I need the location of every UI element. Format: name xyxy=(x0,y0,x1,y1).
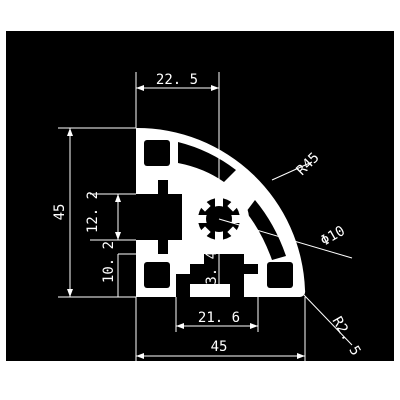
slot-bottom xyxy=(176,254,258,297)
dim-top-width: 22. 5 xyxy=(156,72,198,88)
pocket-bottom-right xyxy=(267,262,293,288)
dim-left-height: 45 xyxy=(52,204,68,221)
dimension-lines xyxy=(58,72,353,364)
dim-lower-left: 10. 2 xyxy=(101,241,117,283)
dim-slot-depth: 13. 4 xyxy=(204,251,220,293)
pocket-top-arc xyxy=(178,142,236,182)
slot-left xyxy=(136,180,182,254)
pocket-right-arc xyxy=(246,200,286,260)
center-teeth xyxy=(198,198,240,240)
dim-slot-height: 12. 2 xyxy=(85,191,101,233)
pocket-top-left xyxy=(144,140,170,166)
pocket-bottom-left xyxy=(144,262,170,288)
profile-section xyxy=(136,127,306,297)
dim-bottom-width: 45 xyxy=(211,339,228,355)
dim-bottom-slot: 21. 6 xyxy=(198,310,240,326)
